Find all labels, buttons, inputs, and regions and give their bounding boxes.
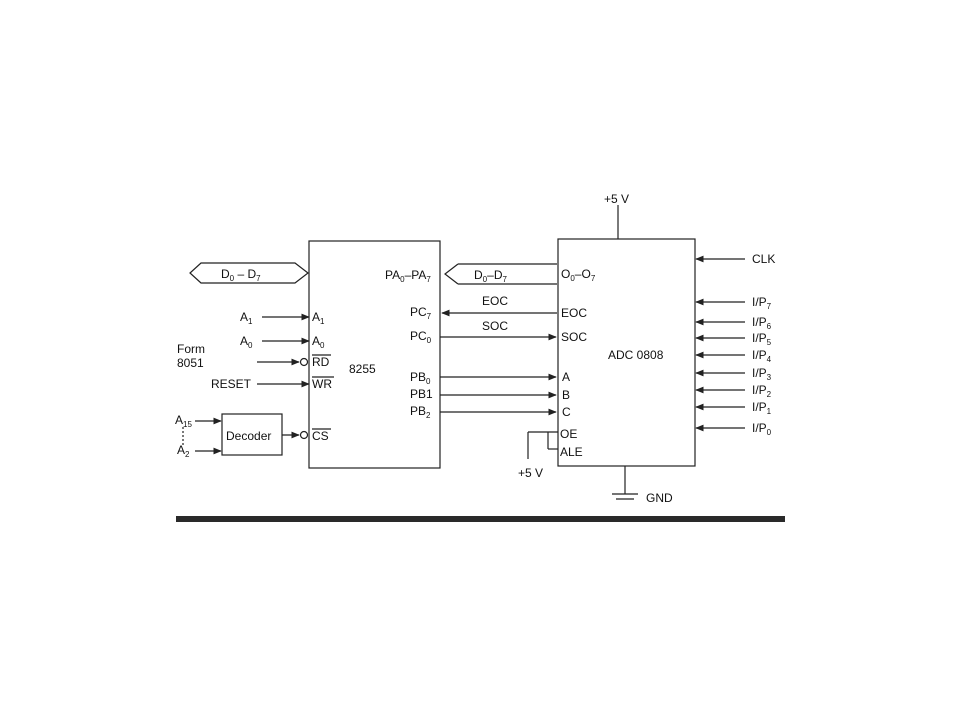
ip7-label: I/P7 xyxy=(752,295,772,311)
chip-8255-label: 8255 xyxy=(349,362,376,376)
adc-label: ADC 0808 xyxy=(608,348,664,362)
eoc-pin-label: EOC xyxy=(561,306,587,320)
a0-pin-label: A0 xyxy=(312,334,325,350)
c-pin-label: C xyxy=(562,405,571,419)
ip5-label: I/P5 xyxy=(752,331,772,347)
data-bus-arrow-middle xyxy=(444,263,557,285)
a15-label: A15 xyxy=(175,413,192,429)
decoder-label: Decoder xyxy=(226,429,271,443)
svg-text:D0 – D7: D0 – D7 xyxy=(221,267,261,283)
gnd-label: GND xyxy=(646,491,673,505)
rd-bubble xyxy=(299,357,309,367)
pb2-pin-label: PB2 xyxy=(410,404,431,420)
a2-label: A2 xyxy=(177,443,190,459)
pb0-pin-label: PB0 xyxy=(410,370,431,386)
ip1-label: I/P1 xyxy=(752,400,772,416)
rd-pin-label: RD xyxy=(312,355,330,369)
pb1-pin-label: PB1 xyxy=(410,387,433,401)
a1-label-ext: A1 xyxy=(240,310,253,326)
wr-pin-label: WR xyxy=(312,377,332,391)
ale-pin-label: ALE xyxy=(560,445,583,459)
soc-line-label: SOC xyxy=(482,319,508,333)
b-pin-label: B xyxy=(562,388,570,402)
clk-label: CLK xyxy=(752,252,775,266)
ip0-label: I/P0 xyxy=(752,421,772,437)
data-bus-left-label: D0 – D7 xyxy=(221,267,261,283)
a1-pin-label: A1 xyxy=(312,310,325,326)
soc-pin-label: SOC xyxy=(561,330,587,344)
oe-pin-label: OE xyxy=(560,427,577,441)
ip6-label: I/P6 xyxy=(752,315,772,331)
eoc-line-label: EOC xyxy=(482,294,508,308)
a0-label-ext: A0 xyxy=(240,334,253,350)
data-bus-arrow-left xyxy=(189,262,309,284)
cs-pin-label: CS xyxy=(312,429,329,443)
decoder-body xyxy=(221,413,283,456)
cs-bubble xyxy=(299,430,309,440)
source-label-line2: 8051 xyxy=(177,356,204,370)
o0-o7-pin-label: O0–O7 xyxy=(561,267,596,283)
pc7-pin-label: PC7 xyxy=(410,305,432,321)
ip2-label: I/P2 xyxy=(752,383,772,399)
a-pin-label: A xyxy=(562,370,570,384)
bottom-crop-bar xyxy=(176,516,785,522)
svg-text:D0–D7: D0–D7 xyxy=(474,268,507,284)
pc0-pin-label: PC0 xyxy=(410,329,432,345)
ip4-label: I/P4 xyxy=(752,348,772,364)
ip3-label: I/P3 xyxy=(752,366,772,382)
source-label-line1: Form xyxy=(177,342,205,356)
vcc-label: +5 V xyxy=(604,192,629,206)
pa-pin-label: PA0–PA7 xyxy=(385,268,431,284)
reset-label: RESET xyxy=(211,377,252,391)
adc-0808-body xyxy=(557,238,696,467)
data-bus-middle-label: D0–D7 xyxy=(474,268,507,284)
oe-ale-supply-label: +5 V xyxy=(518,466,543,480)
